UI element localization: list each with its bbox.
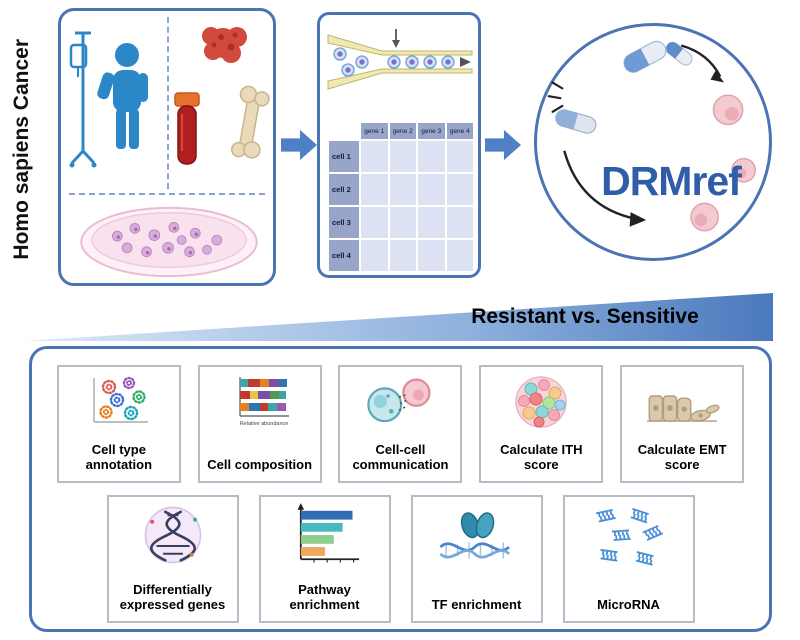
drmref-logo-text: DRMref: [601, 158, 742, 204]
matrix-cell: [418, 240, 445, 271]
emt-transition-icon: [647, 395, 720, 422]
capsule-icon: [623, 40, 667, 73]
matrix-cell: [389, 207, 416, 238]
tf-binding-icon: [438, 512, 510, 559]
bone-icon: [230, 85, 270, 159]
matrix-col-header: gene 3: [418, 123, 445, 139]
matrix-col-header: gene 2: [389, 123, 416, 139]
curved-arrow-icon: [563, 150, 637, 221]
module-label: MicroRNA: [597, 597, 660, 613]
module-row-2: Differentially expressed genes Pat: [32, 495, 769, 623]
module-card-tf-enrichment: TF enrichment: [410, 495, 543, 623]
matrix-cell: [418, 174, 445, 205]
module-card-ith-score: Calculate ITH score: [479, 365, 604, 483]
microfluidic-sorting-icon: [327, 29, 473, 90]
module-label: Cell composition: [207, 457, 313, 473]
arrowhead: [629, 212, 647, 227]
dna-helix-icon: [144, 506, 201, 564]
matrix-row-header: cell 1: [329, 141, 359, 172]
matrix-cell: [389, 174, 416, 205]
stacked-bar-icon: Relative abundance: [239, 377, 289, 427]
cell-communication-icon: [367, 378, 432, 423]
matrix-cell: [389, 240, 416, 271]
arrowhead: [710, 70, 725, 83]
matrix-corner: [329, 123, 359, 139]
umap-scatter-icon: [93, 376, 148, 423]
matrix-col-header: gene 1: [361, 123, 388, 139]
matrix-cell: [446, 240, 473, 271]
sequencing-panel: gene 1 gene 2 gene 3 gene 4 cell 1 cell …: [317, 12, 481, 278]
microrna-icon: [595, 507, 663, 566]
module-card-cell-cell-communication: Cell-cell communication: [338, 365, 463, 483]
matrix-cell: [361, 207, 388, 238]
module-row-1: Cell type annotation Relative abundance …: [40, 365, 761, 483]
module-card-differential-genes: Differentially expressed genes: [106, 495, 239, 623]
module-card-cell-type-annotation: Cell type annotation: [56, 365, 181, 483]
cancer-cell-icon: [712, 94, 744, 126]
matrix-cell: [446, 141, 473, 172]
vertical-title: Homo sapiens Cancer: [2, 6, 42, 292]
module-card-microrna: MicroRNA: [562, 495, 695, 623]
matrix-cell: [361, 141, 388, 172]
matrix-cell: [361, 174, 388, 205]
wedge-label: Resistant vs. Sensitive: [471, 305, 699, 328]
expression-matrix: gene 1 gene 2 gene 3 gene 4 cell 1 cell …: [329, 123, 473, 271]
matrix-cell: [446, 207, 473, 238]
capsule-icon: [665, 41, 693, 66]
matrix-cell: [361, 240, 388, 271]
analysis-modules-panel: Cell type annotation Relative abundance …: [29, 346, 772, 632]
module-label: Cell-cell communication: [352, 442, 449, 473]
blood-tube-icon: [174, 92, 200, 165]
patient-iv-icon: [69, 31, 148, 168]
module-label: Cell type annotation: [85, 442, 153, 473]
gradient-wedge: [25, 293, 773, 341]
petri-dish-icon: [80, 206, 258, 278]
matrix-cell: [389, 141, 416, 172]
dashed-divider-horizontal: [69, 193, 265, 195]
module-label: Calculate EMT score: [637, 442, 727, 473]
module-card-cell-composition: Relative abundance Cell composition: [197, 365, 322, 483]
tumor-icon: [202, 27, 247, 63]
matrix-row-header: cell 2: [329, 174, 359, 205]
axis-caption: Relative abundance: [239, 421, 288, 427]
matrix-cell: [418, 207, 445, 238]
patient-samples-panel: [58, 8, 276, 286]
module-card-pathway-enrichment: Pathway enrichment: [258, 495, 391, 623]
enrichment-bars-icon: [297, 503, 359, 563]
module-label: Calculate ITH score: [500, 442, 583, 473]
module-card-emt-score: Calculate EMT score: [620, 365, 745, 483]
matrix-cell: [446, 174, 473, 205]
matrix-cell: [418, 141, 445, 172]
cancer-cell-icon: [690, 202, 720, 232]
module-label: Differentially expressed genes: [119, 582, 226, 613]
vertical-title-text: Homo sapiens Cancer: [10, 38, 33, 260]
flow-arrow-icon: [281, 129, 317, 161]
dashed-divider-vertical: [167, 17, 169, 189]
cancer-cell-icon: [731, 157, 757, 183]
module-label: Pathway enrichment: [289, 582, 360, 613]
tumor-heterogeneity-icon: [515, 376, 568, 428]
matrix-row-header: cell 4: [329, 240, 359, 271]
flow-arrow-icon: [485, 129, 521, 161]
cell-icon: [333, 47, 455, 77]
drug-resistance-art: [547, 40, 757, 232]
module-label: TF enrichment: [431, 597, 522, 613]
matrix-row-header: cell 3: [329, 207, 359, 238]
curved-arrow-icon: [680, 44, 722, 78]
capsule-icon: [555, 109, 597, 134]
motion-marks-icon: [547, 81, 564, 113]
matrix-col-header: gene 4: [446, 123, 473, 139]
tissue-samples-group: [174, 27, 270, 165]
drmref-database-circle: DRMref: [534, 23, 772, 261]
